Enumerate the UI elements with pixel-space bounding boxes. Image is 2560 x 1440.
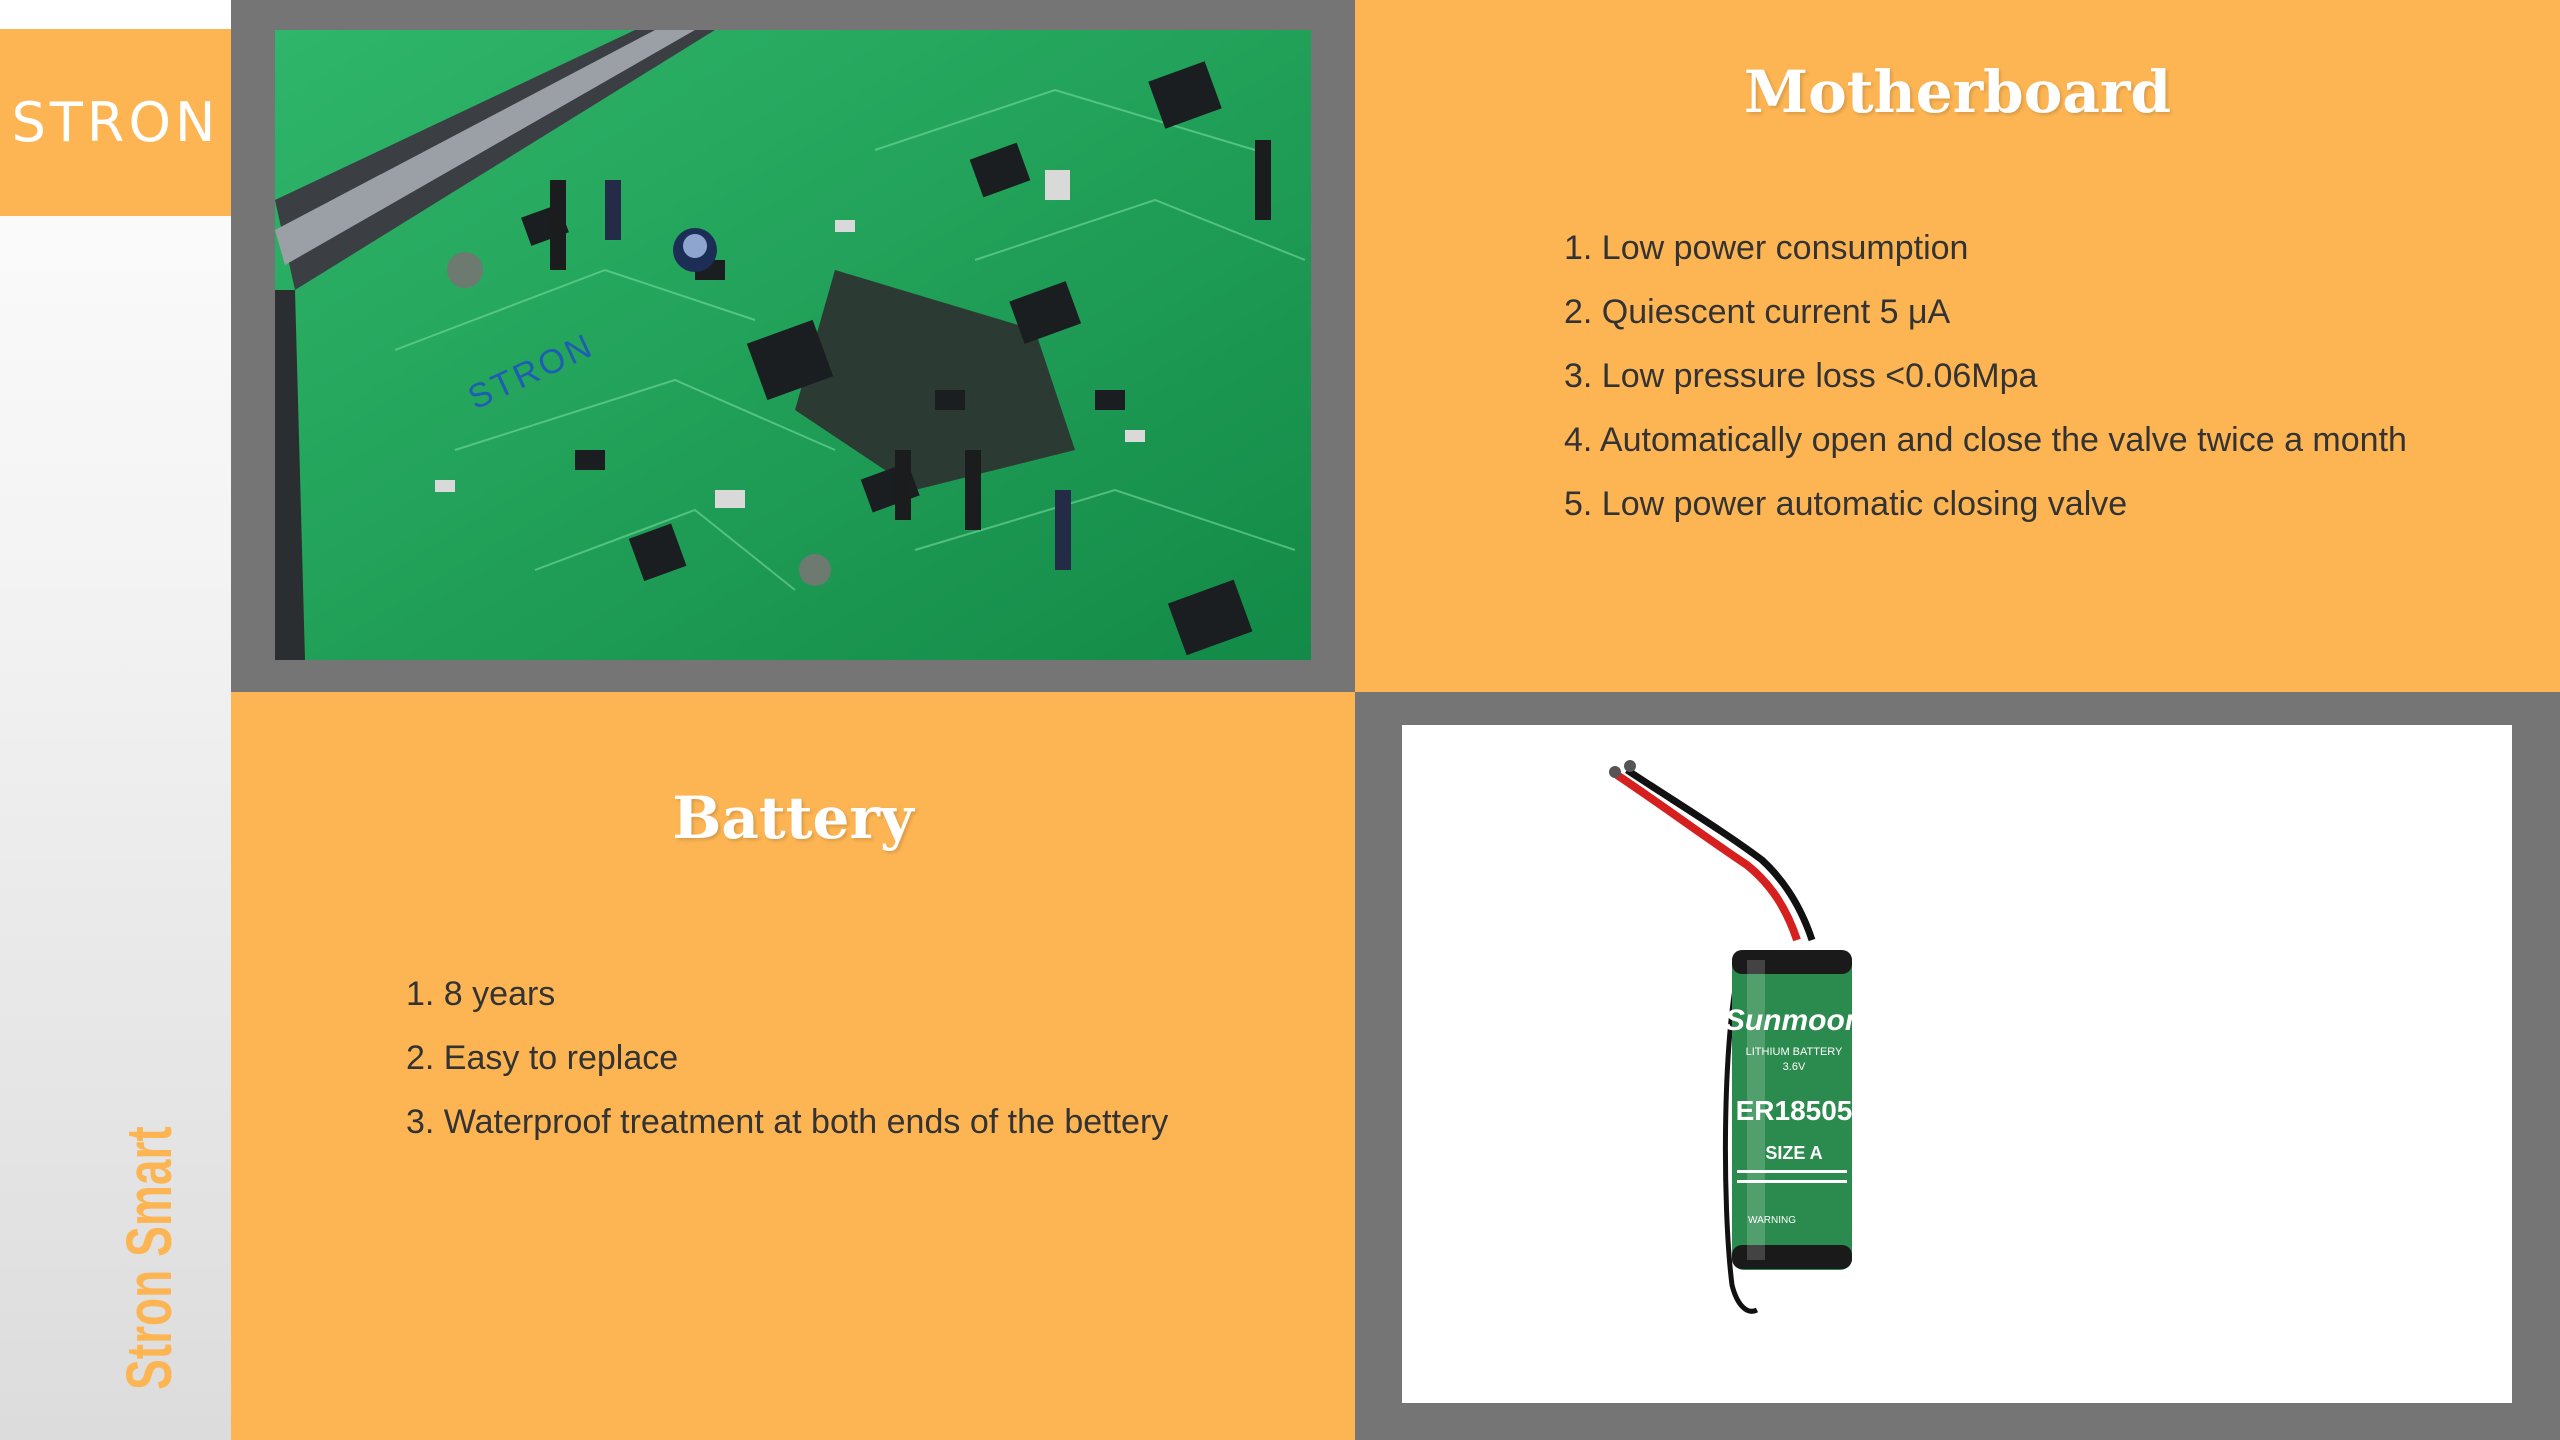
sidebar: STRON Stron Smart [0,0,231,1440]
battery-model: ER18505 [1736,1095,1853,1126]
battery-text-panel [231,692,1355,1440]
battery-size: SIZE A [1765,1143,1822,1163]
motherboard-text-panel [1355,0,2560,692]
list-item: 2. Easy to replace [406,1039,679,1077]
battery-warning: WARNING [1748,1215,1796,1226]
list-item: 2. Quiescent current 5 μA [1564,293,1951,331]
motherboard-title: Motherboard [1743,58,2172,126]
logo: STRON [0,29,231,216]
motherboard-feature-list: 1. Low power consumption 2. Quiescent cu… [1564,216,2407,536]
battery-type: LITHIUM BATTERY [1746,1046,1843,1058]
list-item: 1. Low power consumption [1564,229,1969,267]
battery-title: Battery [672,784,914,852]
list-item: 3. Waterproof treatment at both ends of … [406,1103,1169,1141]
side-caption: Stron Smart [113,1126,185,1390]
list-item: 4. Automatically open and close the valv… [1564,421,2407,459]
pcb-photo: STRON [275,30,1311,660]
list-item: 5. Low power automatic closing valve [1564,485,2128,523]
battery-feature-list: 1. 8 years 2. Easy to replace 3. Waterpr… [406,962,1168,1154]
list-item: 3. Low pressure loss <0.06Mpa [1564,357,2038,395]
logo-text: STRON [11,91,220,154]
battery-voltage: 3.6V [1783,1061,1806,1073]
battery-brand: Sunmoon [1725,1004,1863,1037]
battery-photo: Sunmoon LITHIUM BATTERY 3.6V ER18505 SIZ… [1402,725,2512,1403]
list-item: 1. 8 years [406,975,556,1013]
